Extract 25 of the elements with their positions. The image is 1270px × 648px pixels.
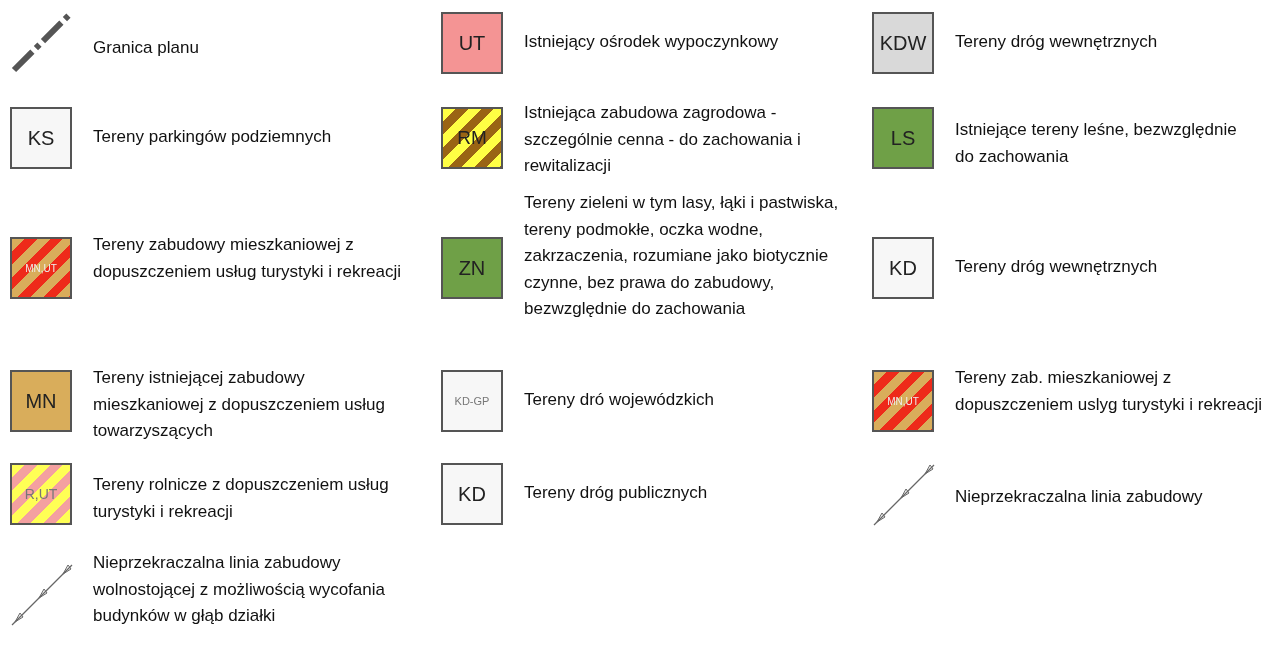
legend-text: Granica planu bbox=[93, 37, 200, 59]
zone-description: Tereny rolnicze z dopuszczeniem usług turystyki i rekreacji bbox=[93, 474, 390, 523]
zone-code: KDW bbox=[879, 31, 927, 55]
zone-description: Tereny parkingów podziemnych bbox=[93, 126, 333, 148]
zone-code: KD-GP bbox=[454, 395, 490, 407]
zone-description: Tereny dró wojewódzkich bbox=[524, 389, 715, 411]
zone-description: Istniejące tereny leśne, bezwzględnie do zachowania bbox=[955, 119, 1238, 168]
zone-description: Tereny dróg publicznych bbox=[524, 482, 709, 504]
zone-code: KD bbox=[458, 482, 486, 506]
zone-description: Tereny dróg wewnętrznych bbox=[955, 31, 1159, 53]
zone-code: ZN bbox=[458, 256, 486, 280]
zone-code: KS bbox=[27, 126, 55, 150]
zone-description: Istniejący ośrodek wypoczynkowy bbox=[524, 31, 780, 53]
zone-description: Tereny zab. mieszkaniowej z dopuszczeniem uslyg turystyki i rekreacji bbox=[955, 367, 1264, 416]
zone-code: UT bbox=[458, 31, 486, 55]
zone-description: Tereny istniejącej zabudowy mieszkaniowej z dopuszczeniem usług towarzyszących bbox=[93, 367, 386, 442]
legend-text: Nieprzekraczalna linia zabudowy wolnostojącej z możliwością wycofania budynków w głąb działki bbox=[93, 552, 386, 627]
zone-description: Tereny zieleni w tym lasy, łąki i pastwiska, tereny podmokłe, oczka wodne, zakrzaczenia, rozumiane jako biotycznie czynne, bez prawa do zabudowy, bezwzględnie do zachowania bbox=[524, 192, 839, 320]
zone-description: Tereny zabudowy mieszkaniowej z dopuszczeniem usług turystyki i rekreacji bbox=[93, 234, 402, 283]
zone-description: Tereny dróg wewnętrznych bbox=[955, 256, 1159, 278]
zone-code: KD bbox=[889, 256, 917, 280]
zone-description: Istniejąca zabudowa zagrodowa - szczególnie cenna - do zachowania i rewitalizacji bbox=[524, 102, 802, 177]
zone-code: LS bbox=[890, 126, 916, 150]
zone-code: MN bbox=[25, 389, 57, 413]
legend-text: Nieprzekraczalna linia zabudowy bbox=[955, 486, 1204, 508]
